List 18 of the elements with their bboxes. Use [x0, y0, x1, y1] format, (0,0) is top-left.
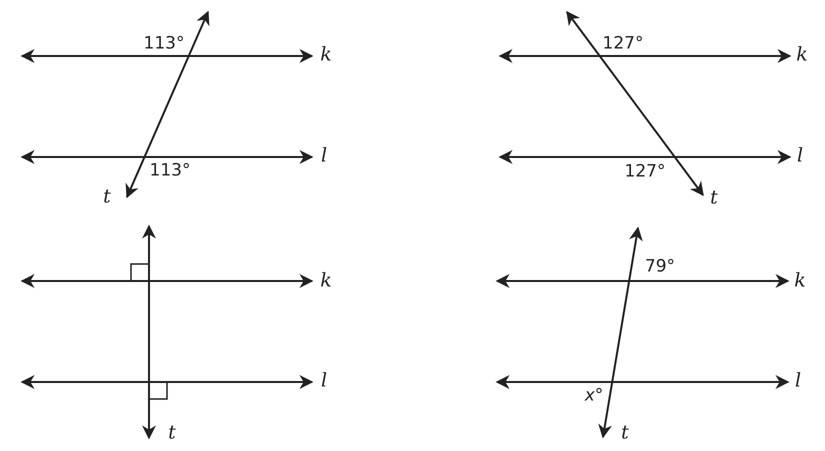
angle-measure: 113°	[144, 36, 184, 52]
line-name: k	[794, 272, 806, 290]
line-name: l	[320, 146, 328, 166]
angle-measure: x°	[584, 388, 604, 404]
line-name: l	[796, 146, 804, 166]
line-name: l	[794, 372, 802, 390]
line-name: t	[621, 424, 629, 442]
angle-measure: 79°	[644, 258, 676, 276]
line-name: l	[320, 372, 328, 390]
line-name: t	[710, 188, 718, 208]
line-name: k	[796, 46, 808, 64]
line-name: t	[103, 188, 111, 206]
line-name: k	[320, 272, 332, 290]
line-name: k	[320, 46, 332, 64]
angle-measure: 127°	[602, 36, 644, 52]
angle-measure: 127°	[624, 164, 666, 180]
angle-measure: 113°	[150, 162, 190, 180]
line-name: t	[168, 424, 176, 442]
